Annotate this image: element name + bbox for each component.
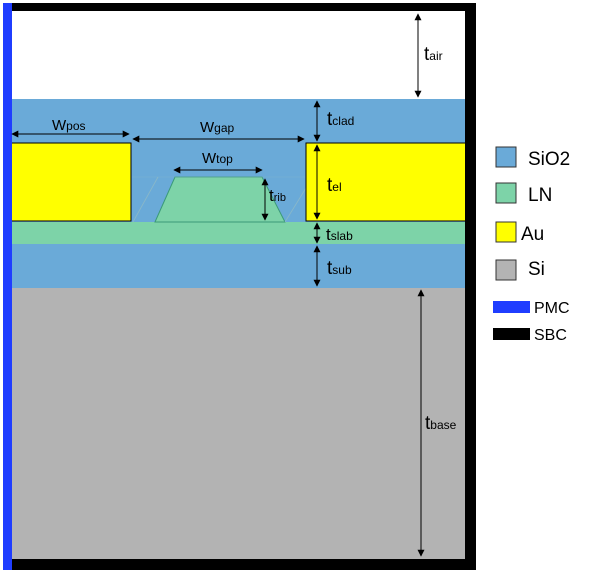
air-region [10, 10, 466, 99]
w-gap-label: Wgap [200, 119, 235, 136]
rib-guide-line-right [284, 187, 307, 223]
t-rib-label: trib [269, 186, 286, 205]
au-electrode-right [305, 142, 467, 222]
t-base-label: tbase [425, 413, 457, 434]
si-base-layer [10, 288, 466, 560]
legend-label-au: Au [521, 224, 544, 245]
t-clad-label: tclad [327, 109, 354, 130]
legend-swatch-ln [495, 182, 517, 204]
t-el-label: tel [327, 175, 342, 196]
t-air-label: tair [424, 44, 443, 65]
rib-guide-line-left [132, 176, 159, 223]
sbc-border-right [465, 3, 476, 570]
sbc-border-top [4, 3, 476, 11]
t-slab-label: tslab [326, 225, 353, 244]
legend-swatch-pmc [493, 301, 530, 313]
legend-label-ln: LN [528, 185, 552, 206]
legend-swatch-si [495, 259, 517, 281]
legend: SiO2 LN Au Si PMC SBC [493, 146, 570, 344]
ln-slab-layer [10, 222, 466, 244]
legend-swatch-sbc [493, 328, 530, 340]
legend-swatch-au [495, 221, 517, 243]
legend-label-si: Si [528, 259, 545, 280]
w-top-label: Wtop [202, 150, 233, 167]
legend-label-pmc: PMC [534, 300, 570, 317]
legend-label-sio2: SiO2 [528, 149, 570, 170]
t-sub-label: tsub [327, 258, 352, 279]
legend-label-sbc: SBC [534, 327, 567, 344]
w-pos-label: Wpos [52, 117, 86, 134]
au-electrode-left [9, 142, 132, 222]
sio2-substrate-layer [10, 244, 466, 288]
pmc-border-left [3, 3, 12, 570]
legend-swatch-sio2 [495, 146, 517, 168]
sbc-border-bottom [4, 559, 476, 570]
